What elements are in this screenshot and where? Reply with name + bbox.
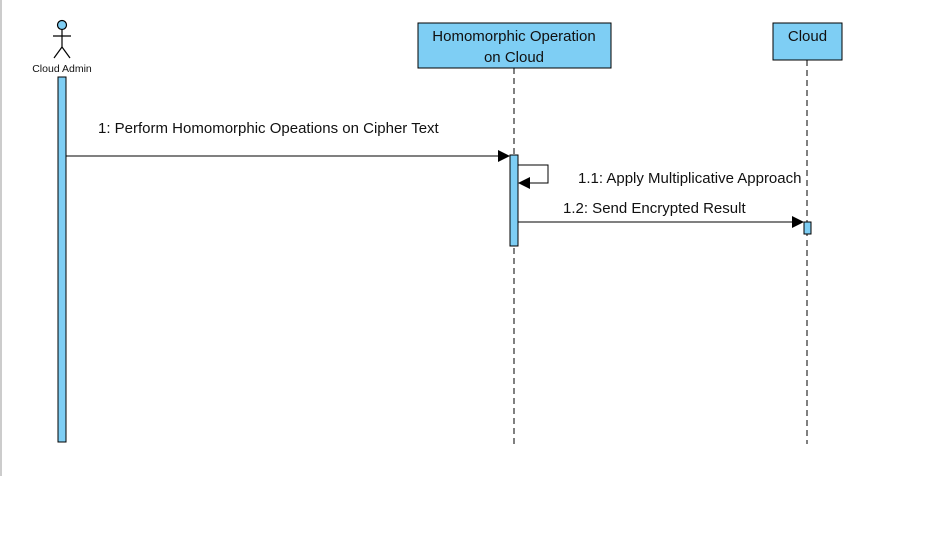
participant-label-line-2: on Cloud [484,49,544,66]
activation-bar-cloud-admin [57,76,67,443]
message-1[interactable]: 1: Perform Homomorphic Opeations on Ciph… [66,120,510,162]
participant-label-line-1: Homomorphic Operation [432,28,595,45]
participant-cloud[interactable]: Cloud [772,22,843,61]
activation-bar-homomorphic-operation [509,154,519,247]
message-1-2[interactable]: 1.2: Send Encrypted Result [518,200,804,228]
participant-label: Cloud [788,28,827,45]
message-label: 1: Perform Homomorphic Opeations on Ciph… [98,120,440,137]
arrowhead-icon [498,150,510,162]
stick-figure-icon [53,19,71,59]
message-label: 1.1: Apply Multiplicative Approach [578,170,801,187]
arrowhead-icon [792,216,804,228]
participant-box [772,22,843,61]
participant-homomorphic-operation[interactable]: Homomorphic Operation on Cloud [417,22,612,69]
message-label: 1.2: Send Encrypted Result [563,200,746,217]
arrowhead-icon [518,177,530,189]
actor-label: Cloud Admin [32,63,92,75]
actor-cloud-admin[interactable]: Cloud Admin [32,19,92,76]
participant-box [417,22,612,69]
activation-bar-cloud [803,221,812,235]
message-1-1[interactable]: 1.1: Apply Multiplicative Approach [518,164,801,189]
self-message-line [518,164,549,184]
